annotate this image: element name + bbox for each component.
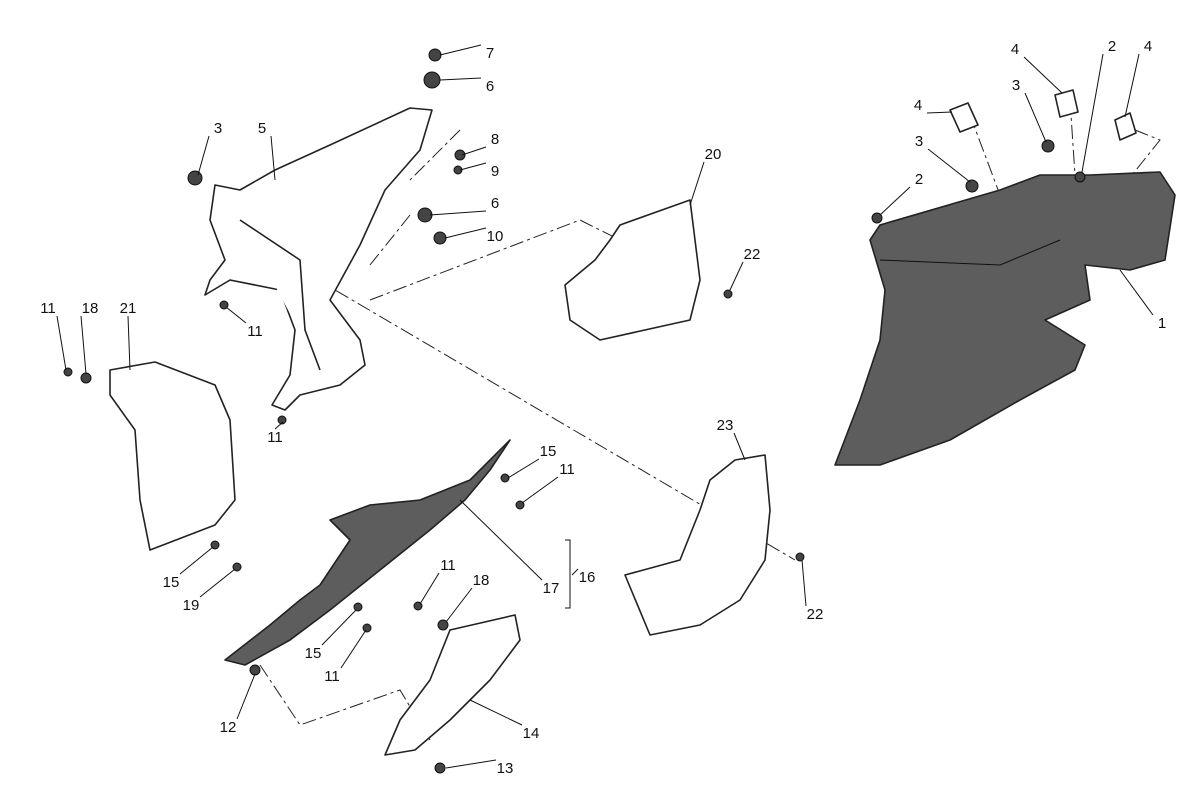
leader-line bbox=[521, 476, 559, 504]
leader-lines bbox=[56, 44, 1154, 769]
callout-4: 4 bbox=[914, 97, 922, 114]
callout-3: 3 bbox=[214, 120, 222, 137]
callout-11: 11 bbox=[40, 300, 56, 317]
callout-3: 3 bbox=[915, 133, 923, 150]
callout-19: 19 bbox=[183, 597, 200, 614]
callout-10: 10 bbox=[487, 228, 504, 245]
leader-line bbox=[197, 135, 210, 176]
leader-line bbox=[801, 559, 807, 607]
callout-1: 1 bbox=[1158, 315, 1166, 332]
callout-21: 21 bbox=[120, 300, 137, 317]
callout-11: 11 bbox=[440, 557, 456, 574]
part-4-clip bbox=[949, 102, 979, 133]
callout-11: 11 bbox=[559, 461, 575, 478]
leader-line bbox=[429, 210, 487, 216]
callout-11: 11 bbox=[267, 429, 283, 446]
callout-11: 11 bbox=[247, 323, 263, 340]
leader-line bbox=[1023, 56, 1063, 94]
leader-line bbox=[1024, 92, 1047, 143]
leader-line bbox=[469, 699, 523, 726]
callout-16: 16 bbox=[579, 569, 596, 586]
callout-23: 23 bbox=[717, 417, 734, 434]
callout-22: 22 bbox=[807, 606, 824, 623]
callout-3: 3 bbox=[1012, 77, 1020, 94]
leader-line bbox=[127, 315, 131, 371]
callout-13: 13 bbox=[497, 760, 514, 777]
callout-18: 18 bbox=[473, 572, 490, 589]
leader-line bbox=[439, 44, 482, 56]
callout-14: 14 bbox=[523, 725, 540, 742]
leader-line bbox=[459, 162, 487, 171]
part-21-panel bbox=[109, 361, 236, 551]
callout-2: 2 bbox=[1108, 38, 1116, 55]
reference-line bbox=[369, 219, 621, 301]
callout-20: 20 bbox=[705, 146, 722, 163]
callout-6: 6 bbox=[486, 78, 494, 95]
leader-line bbox=[236, 673, 256, 720]
leader-line bbox=[419, 572, 440, 605]
leader-line bbox=[926, 111, 953, 114]
leader-line bbox=[879, 186, 911, 216]
part-23-panel bbox=[624, 454, 771, 636]
leader-line bbox=[733, 432, 746, 461]
fasteners bbox=[63, 48, 1086, 774]
callout-2: 2 bbox=[915, 171, 923, 188]
leader-line bbox=[689, 161, 705, 206]
leader-line bbox=[1119, 269, 1154, 316]
part-5-bracket bbox=[204, 107, 433, 411]
leader-line bbox=[571, 568, 579, 576]
callout-12: 12 bbox=[220, 719, 237, 736]
leader-line bbox=[729, 261, 744, 291]
leader-line bbox=[461, 146, 487, 156]
leader-line bbox=[179, 546, 214, 575]
reference-line bbox=[369, 129, 461, 266]
leader-line bbox=[444, 227, 487, 239]
leader-line bbox=[340, 629, 367, 669]
callout-9: 9 bbox=[491, 163, 499, 180]
part-4-clip bbox=[1054, 89, 1079, 118]
part-16-cover bbox=[224, 439, 511, 666]
callout-22: 22 bbox=[744, 246, 761, 263]
leader-line bbox=[199, 568, 236, 598]
callout-15: 15 bbox=[163, 574, 180, 591]
callout-5: 5 bbox=[258, 120, 266, 137]
leader-line bbox=[445, 587, 473, 623]
callout-8: 8 bbox=[491, 131, 499, 148]
callout-17: 17 bbox=[543, 580, 560, 597]
callout-6: 6 bbox=[491, 195, 499, 212]
leader-line bbox=[80, 315, 87, 375]
leader-line bbox=[56, 315, 67, 371]
callout-7: 7 bbox=[486, 45, 494, 62]
leader-line bbox=[439, 77, 482, 81]
leader-line bbox=[321, 609, 357, 646]
callout-15: 15 bbox=[540, 443, 557, 460]
leader-line bbox=[459, 499, 543, 581]
part-20-panel bbox=[564, 199, 701, 341]
leader-line bbox=[274, 421, 284, 430]
callout-11: 11 bbox=[324, 668, 340, 685]
callout-4: 4 bbox=[1144, 38, 1152, 55]
part-14-panel bbox=[384, 614, 521, 756]
leader-line bbox=[445, 759, 497, 769]
callout-18: 18 bbox=[82, 300, 99, 317]
bracket-16 bbox=[565, 539, 571, 609]
leader-line bbox=[507, 458, 540, 479]
part-1-fairing bbox=[834, 171, 1176, 466]
callout-15: 15 bbox=[305, 645, 322, 662]
leader-line bbox=[270, 135, 276, 181]
part-5-detail bbox=[239, 219, 321, 371]
leader-line bbox=[1124, 53, 1140, 118]
callout-4: 4 bbox=[1011, 41, 1019, 58]
leader-line bbox=[225, 306, 247, 324]
leader-line bbox=[1081, 53, 1104, 173]
leader-line bbox=[927, 148, 971, 183]
part-1-detail bbox=[879, 239, 1061, 266]
